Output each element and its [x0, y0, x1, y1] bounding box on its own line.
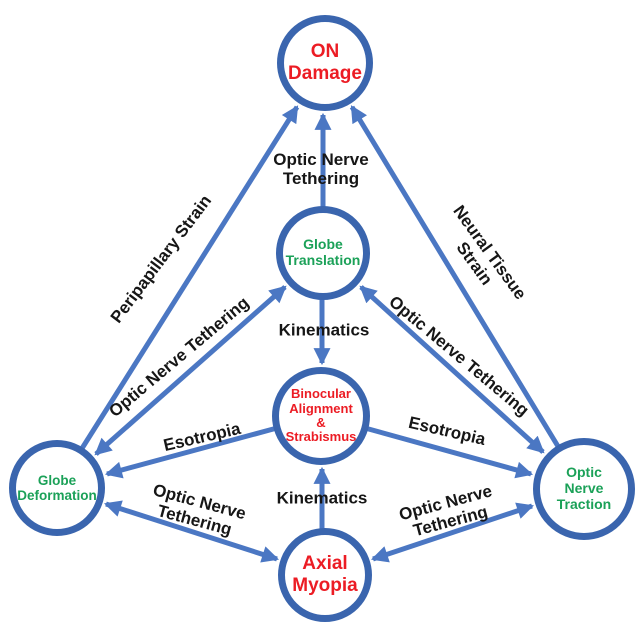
- node-globe-translation: Globe Translation: [276, 206, 370, 300]
- edge-line-optic-nerve-tethering-bottom-left: [103, 500, 280, 563]
- node-optic-nerve-traction-label: Optic Nerve Traction: [556, 464, 612, 512]
- node-optic-nerve-traction: Optic Nerve Traction: [533, 438, 635, 540]
- node-globe-deformation: Globe Deformation: [9, 440, 105, 536]
- node-on-damage: ON Damage: [277, 15, 373, 111]
- node-binocular-alignment-label: Binocular Alignment & Strabismus: [285, 386, 357, 445]
- edge-line-esotropia-right: [364, 425, 534, 479]
- edge-label-optic-nerve-tethering-top: Optic Nerve Tethering: [273, 149, 369, 188]
- node-on-damage-label: ON Damage: [288, 41, 362, 84]
- edge-line-optic-nerve-tethering-right: [359, 285, 545, 454]
- node-axial-myopia: Axial Myopia: [278, 528, 372, 622]
- edge-line-optic-nerve-tethering-left: [94, 285, 287, 456]
- edge-line-neural-tissue-strain: [349, 105, 562, 450]
- edge-label-kinematics-upper: Kinematics: [278, 320, 370, 340]
- node-axial-myopia-label: Axial Myopia: [292, 553, 358, 596]
- edge-line-esotropia-left: [104, 425, 278, 479]
- edge-line-optic-nerve-tethering-bottom-right: [370, 502, 535, 563]
- node-binocular-alignment: Binocular Alignment & Strabismus: [272, 367, 370, 465]
- node-globe-deformation-label: Globe Deformation: [17, 472, 97, 503]
- edge-label-kinematics-lower: Kinematics: [276, 488, 368, 508]
- node-globe-translation-label: Globe Translation: [285, 236, 361, 268]
